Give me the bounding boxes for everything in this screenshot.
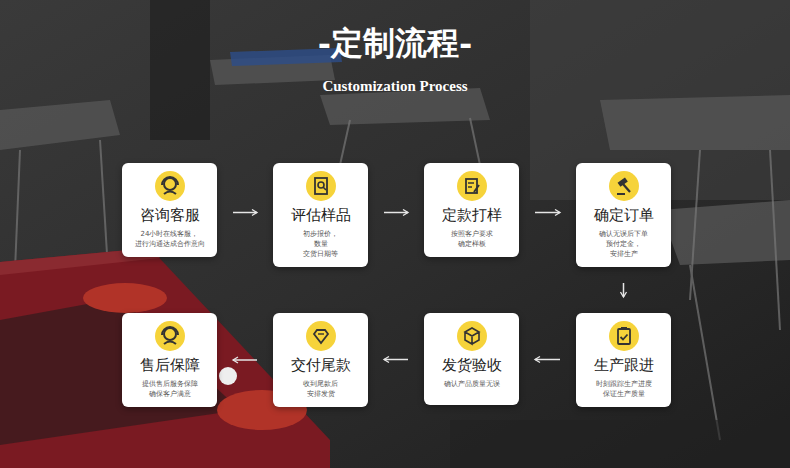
step-icon — [457, 321, 487, 351]
step-description: 收到尾款后 安排发货 — [303, 379, 338, 399]
process-box: 发货验收确认产品质量无误 — [424, 313, 519, 405]
step-icon — [457, 171, 487, 201]
step-description: 时刻跟踪生产进度 保证生产质量 — [596, 379, 652, 399]
step-icon — [306, 321, 336, 351]
step-title: 确定订单 — [580, 206, 667, 224]
flow-arrow — [535, 212, 560, 214]
step-icon — [306, 171, 336, 201]
step-icon — [155, 171, 185, 201]
flow-arrow — [535, 359, 560, 361]
flow-arrow — [623, 283, 625, 297]
step-description: 按照客户要求 确定样板 — [451, 229, 493, 249]
step-title: 售后保障 — [126, 356, 213, 374]
flow-arrow — [384, 212, 408, 214]
step-icon — [609, 321, 639, 351]
step-description: 初步报价，数量 交货日期等 — [303, 229, 338, 259]
step-description: 24小时在线客服， 进行沟通达成合作意向 — [135, 229, 205, 249]
flow-arrow — [233, 212, 257, 214]
step-description: 确认产品质量无误 — [444, 379, 500, 389]
step-icon — [609, 171, 639, 201]
step-title: 评估样品 — [277, 206, 364, 224]
step-description: 提供售后服务保障 确保客户满意 — [142, 379, 198, 399]
step-title: 咨询客服 — [126, 206, 213, 224]
step-icon — [155, 321, 185, 351]
flow-arrow — [384, 359, 408, 361]
step-title: 交付尾款 — [277, 356, 364, 374]
process-box: 交付尾款收到尾款后 安排发货 — [273, 313, 368, 407]
process-box: 评估样品初步报价，数量 交货日期等 — [273, 163, 368, 267]
process-box: 咨询客服 24小时在线客服， 进行沟通达成合作意向 — [122, 163, 217, 257]
step-title: 生产跟进 — [580, 356, 667, 374]
step-title: 发货验收 — [428, 356, 515, 374]
step-title: 定款打样 — [428, 206, 515, 224]
process-box: 定款打样按照客户要求 确定样板 — [424, 163, 519, 257]
process-box: 生产跟进时刻跟踪生产进度 保证生产质量 — [576, 313, 671, 407]
diagram-title: -定制流程- — [0, 22, 790, 66]
flow-arrow — [233, 359, 257, 361]
step-description: 确认无误后下单 预付定金，安排生产 — [599, 229, 648, 259]
process-box: 确定订单确认无误后下单 预付定金，安排生产 — [576, 163, 671, 267]
subtitle: Customization Process — [0, 78, 790, 95]
process-box: 售后保障提供售后服务保障 确保客户满意 — [122, 313, 217, 407]
